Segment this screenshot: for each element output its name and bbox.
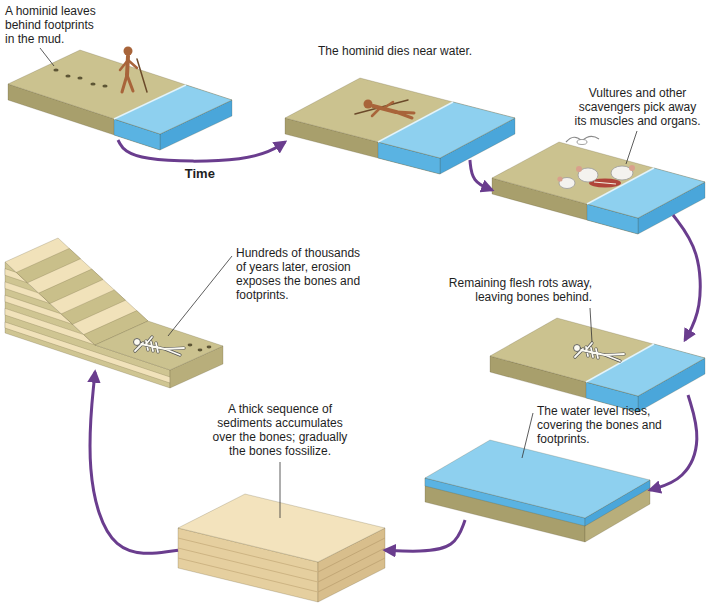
- shore-block: [285, 78, 515, 174]
- footprint: [102, 85, 107, 88]
- strata-line: [318, 558, 385, 592]
- shoreline: [114, 85, 186, 119]
- water-top: [378, 102, 515, 158]
- stage-arrow: [385, 520, 465, 551]
- footprint: [198, 349, 203, 352]
- bones: [575, 343, 624, 361]
- stage-caption: Remaining flesh rots away, leaving bones…: [432, 276, 592, 304]
- carcass-bone: [594, 182, 616, 184]
- fossil-footprints: [188, 344, 212, 352]
- edge-label-holder: Time: [185, 166, 215, 181]
- ground-top: [8, 50, 232, 134]
- strata-line: [318, 538, 385, 572]
- stage-arrow: [673, 215, 700, 340]
- stage-panel: The hominid dies near water.: [285, 78, 515, 160]
- hill-slope: [5, 238, 148, 345]
- stage-caption: A thick sequence of sediments accumulate…: [208, 402, 352, 458]
- vulture-head: [557, 176, 562, 181]
- stage-caption: The water level rises, covering the bone…: [537, 404, 672, 446]
- ground-top: [492, 142, 705, 218]
- skeleton: [574, 343, 625, 361]
- stage-panel: Hundreds of thousands of years later, er…: [5, 238, 223, 372]
- stage-caption: Vultures and other scavengers pick away …: [573, 86, 702, 128]
- water-top: [114, 85, 232, 134]
- footprint: [188, 344, 193, 347]
- scavengers: [557, 136, 635, 188]
- stage-caption: The hominid dies near water.: [318, 44, 498, 58]
- bones: [135, 337, 184, 355]
- shore-block: [492, 142, 705, 234]
- strata-band: [61, 290, 125, 324]
- fossil-skeleton: [134, 337, 185, 355]
- strata-line: [178, 548, 318, 582]
- vulture-head: [629, 165, 635, 171]
- sediment-top: [178, 494, 385, 562]
- mudflat-block: [8, 50, 232, 150]
- spear: [137, 59, 147, 92]
- arm: [372, 108, 380, 116]
- arm: [120, 60, 128, 70]
- sediment-block: [178, 494, 385, 602]
- connector-group: [90, 140, 700, 553]
- water-top: [425, 440, 650, 518]
- plain-top: [95, 321, 223, 370]
- strata-line: [318, 548, 385, 582]
- skull: [574, 345, 581, 352]
- water-top: [587, 168, 705, 218]
- stage-panel: The water level rises, covering the bone…: [425, 440, 650, 520]
- leg: [396, 112, 412, 118]
- vulture-head: [576, 166, 582, 172]
- strata-line: [178, 538, 318, 572]
- head: [364, 100, 373, 109]
- flooded-block: [425, 440, 650, 542]
- arm: [384, 102, 393, 108]
- stage-arrow: [470, 160, 492, 190]
- shore-block: [490, 318, 705, 412]
- bone-outline: [135, 337, 184, 355]
- strata-line: [178, 558, 318, 592]
- shoreline: [378, 102, 453, 142]
- stage-panel: A hominid leaves behind footprints in th…: [8, 50, 232, 140]
- head: [124, 47, 133, 56]
- leader-line: [626, 131, 637, 164]
- ground-top: [490, 318, 705, 396]
- footprint: [90, 83, 95, 86]
- stage-arrow: [650, 395, 697, 490]
- dead-hominid: [355, 100, 414, 119]
- flying-vulture-body: [577, 140, 587, 145]
- leg: [122, 75, 127, 92]
- ground-top: [285, 78, 515, 158]
- footprints: [53, 69, 107, 88]
- stage-panel: Remaining flesh rots away, leaving bones…: [490, 340, 705, 395]
- skull: [134, 339, 141, 346]
- footprint: [53, 69, 58, 72]
- time-label: Time: [185, 166, 215, 181]
- stage-panel: Vultures and other scavengers pick away …: [492, 142, 705, 215]
- eroded-hillside: [5, 238, 223, 388]
- footprint: [77, 77, 82, 80]
- leader-line: [522, 413, 533, 458]
- stage-caption: A hominid leaves behind footprints in th…: [5, 4, 101, 46]
- arm: [128, 60, 137, 68]
- stage-arrow: [118, 140, 285, 161]
- footprint: [65, 75, 70, 78]
- stage-caption: Hundreds of thousands of years later, er…: [236, 246, 367, 302]
- leader-line: [280, 462, 281, 518]
- water-top: [586, 344, 705, 396]
- strata-band: [39, 269, 103, 303]
- stage-arrow: [90, 372, 178, 553]
- standing-hominid: [120, 47, 147, 93]
- footprint: [207, 346, 212, 349]
- leader-line: [168, 256, 232, 336]
- bone-outline: [575, 343, 624, 361]
- leg: [127, 75, 133, 91]
- leader-line: [40, 48, 54, 66]
- strata-band: [16, 248, 80, 282]
- leader-line: [590, 308, 592, 342]
- stage-panel: A thick sequence of sediments accumulate…: [178, 494, 385, 602]
